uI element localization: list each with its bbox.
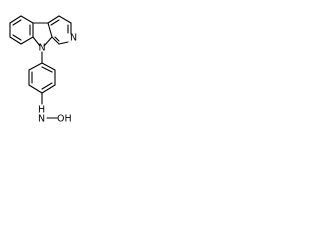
bond xyxy=(58,15,72,24)
bond xyxy=(43,36,53,47)
structure-diagram: N N H N OH xyxy=(9,15,77,125)
double-bond-inner xyxy=(12,19,22,26)
pyridine-ring xyxy=(47,15,72,45)
bond xyxy=(28,62,43,71)
bond xyxy=(9,15,22,24)
bond xyxy=(28,84,43,94)
bond xyxy=(20,36,34,45)
bond xyxy=(9,36,22,45)
bond xyxy=(47,22,53,38)
double-bond-inner xyxy=(50,19,60,26)
bond xyxy=(20,15,34,24)
bond xyxy=(51,36,60,45)
amine-h-label: H xyxy=(38,105,45,116)
benzo-ring xyxy=(9,15,34,45)
bond xyxy=(32,36,41,47)
bond xyxy=(47,15,60,24)
pyrrole-ring xyxy=(32,22,53,47)
bond xyxy=(41,62,56,71)
pyridine-n-label: N xyxy=(70,33,77,44)
hydroxyl-o-label: OH xyxy=(57,114,72,125)
phenyl-ring xyxy=(28,62,56,94)
double-bond-inner xyxy=(54,36,60,42)
bond xyxy=(41,84,56,94)
amine-n-label: N xyxy=(38,114,45,125)
double-bond-inner xyxy=(41,82,53,90)
bond xyxy=(58,41,69,45)
double-bond-inner xyxy=(12,34,22,41)
double-bond-inner xyxy=(41,66,53,73)
indole-n-label: N xyxy=(39,43,46,54)
